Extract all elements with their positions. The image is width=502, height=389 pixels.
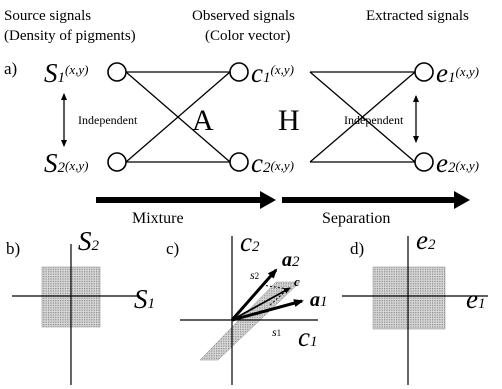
vector-c-label: c — [294, 274, 300, 289]
plot-b-x-label: S1 — [134, 284, 155, 314]
label-e2: e2(x,y) — [436, 148, 479, 178]
mixture-label: Mixture — [132, 210, 184, 227]
matrix-h: H — [278, 104, 300, 137]
panel-label-a: a) — [4, 59, 17, 78]
panel-label-d: d) — [350, 239, 364, 258]
vector-a1-label: a1 — [310, 289, 328, 311]
mixture-arrow — [96, 191, 276, 209]
node-e2 — [414, 152, 434, 172]
vector-a2-arrow — [230, 268, 278, 321]
extracted-header-line1: Extracted signals — [366, 8, 469, 24]
label-s1: S1(x,y) — [44, 58, 88, 88]
projection-s1-line — [269, 288, 289, 306]
node-c2 — [229, 152, 249, 172]
projection-s2-line — [261, 284, 289, 290]
separation-arrow — [282, 191, 470, 209]
coord-s1-label: s1 — [272, 325, 281, 339]
vector-a2-label: a2 — [282, 249, 300, 271]
vector-c-arrow — [231, 287, 291, 321]
independent-label-right: Independent — [344, 113, 404, 127]
observed-header-line1: Observed signals — [192, 8, 295, 24]
separation-label: Separation — [322, 210, 390, 227]
node-e1 — [414, 62, 434, 82]
observed-header-line2: (Color vector) — [205, 28, 290, 44]
source-header-line1: Source signals — [4, 8, 91, 24]
vector-a1-arrow — [231, 299, 304, 322]
label-c1: c1(x,y) — [251, 58, 294, 88]
plot-c-distribution — [199, 281, 301, 361]
plot-d-x-label: e1 — [466, 284, 485, 314]
matrix-a: A — [192, 104, 214, 137]
label-c2: c2(x,y) — [251, 148, 294, 178]
node-c1 — [229, 62, 249, 82]
plot-d-distribution — [372, 266, 446, 330]
label-e1: e1(x,y) — [436, 58, 479, 88]
coord-s2-label: s2 — [250, 268, 259, 282]
panel-label-c: c) — [166, 239, 179, 258]
panel-label-b: b) — [6, 239, 20, 258]
plot-b-y-label: S2 — [78, 226, 100, 256]
node-s1 — [107, 62, 127, 82]
independent-label-left: Independent — [78, 113, 138, 127]
plot-d-y-label: e2 — [416, 225, 436, 255]
plot-c-y-label: c2 — [240, 227, 260, 257]
plot-c-x-label: c1 — [298, 322, 317, 352]
node-s2 — [107, 152, 127, 172]
edge-c2-e1 — [309, 71, 416, 163]
source-header-line2: (Density of pigments) — [4, 28, 136, 44]
edge-s2-c1 — [125, 71, 231, 163]
label-s2: S2(x,y) — [44, 148, 88, 178]
